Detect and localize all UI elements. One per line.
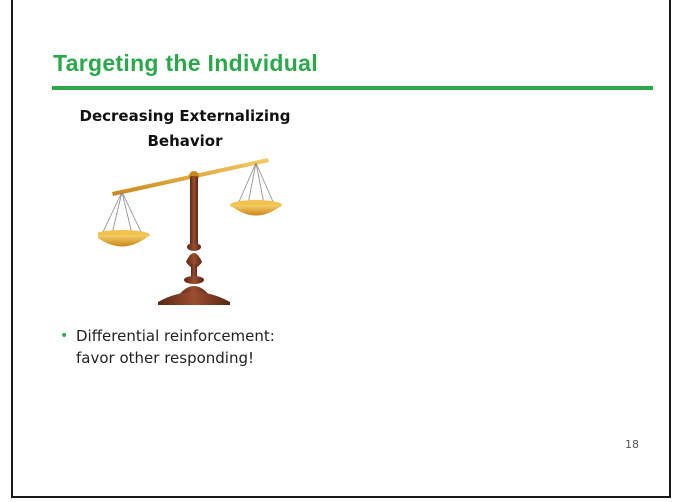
scale-post — [158, 176, 230, 305]
page-number: 18 — [625, 438, 639, 451]
subtitle-line-2: Behavior — [147, 132, 223, 150]
left-pan-strings — [101, 191, 143, 235]
right-pan — [230, 200, 282, 216]
balance-scale-illustration — [98, 158, 282, 305]
title-underline — [52, 86, 653, 90]
right-pan-strings — [237, 162, 275, 205]
bullet-text: Differential reinforcement: favor other … — [76, 325, 275, 369]
slide-title: Targeting the Individual — [53, 50, 318, 76]
bullet-dot-icon: • — [60, 328, 69, 344]
subtitle-line-1: Decreasing Externalizing — [79, 107, 291, 125]
bullet-item: • Differential reinforcement: favor othe… — [60, 325, 350, 369]
slide: Targeting the Individual Decreasing Exte… — [11, 0, 671, 498]
left-pan — [98, 230, 150, 247]
bullet-text-line-2: favor other responding! — [76, 349, 255, 367]
bullet-text-line-1: Differential reinforcement: — [76, 327, 275, 345]
slide-subtitle: Decreasing Externalizing Behavior — [65, 104, 305, 154]
